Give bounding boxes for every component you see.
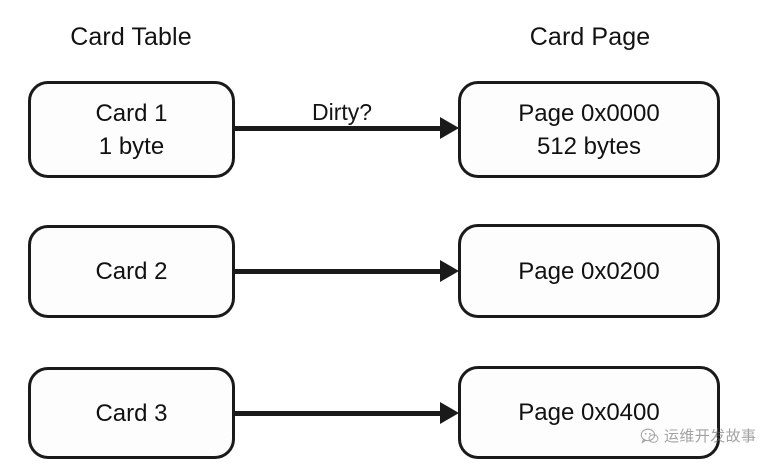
connector-arrow-row-2: [235, 260, 459, 284]
watermark: 运维开发故事: [640, 427, 756, 446]
arrow-head-icon: [440, 260, 459, 282]
card-page-node-1: Page 0x0000 512 bytes: [458, 81, 720, 178]
arrow-shaft-icon: [235, 411, 441, 416]
card-table-node-3: Card 3: [28, 367, 235, 459]
connector-arrow-row-3: [235, 402, 459, 426]
edge-label-dirty: Dirty?: [288, 99, 396, 125]
card-node-line-2: 1 byte: [98, 132, 165, 160]
card-page-node-2: Page 0x0200: [458, 224, 720, 318]
page-node-line-1: Page 0x0400: [518, 399, 660, 426]
page-node-line-2: 512 bytes: [536, 132, 642, 160]
page-node-line-1: Page 0x0200: [518, 257, 660, 285]
column-heading-card-page: Card Page: [529, 23, 651, 51]
page-node-line-1: Page 0x0000: [518, 99, 660, 127]
column-heading-card-table: Card Table: [70, 23, 192, 51]
connector-arrow-row-1: [235, 117, 459, 141]
card-node-line-1: Card 1: [95, 99, 168, 127]
card-node-line-1: Card 3: [95, 399, 168, 427]
card-node-line-1: Card 2: [95, 258, 168, 285]
chat-bubble-logo-icon: [640, 428, 659, 444]
arrow-shaft-icon: [235, 269, 441, 274]
arrow-shaft-icon: [235, 126, 441, 131]
arrow-head-icon: [440, 402, 459, 424]
card-page-node-3: Page 0x0400: [458, 366, 720, 459]
arrow-head-icon: [440, 117, 459, 139]
watermark-text: 运维开发故事: [664, 428, 757, 445]
card-table-node-1: Card 1 1 byte: [28, 81, 235, 178]
card-table-node-2: Card 2: [28, 225, 235, 318]
